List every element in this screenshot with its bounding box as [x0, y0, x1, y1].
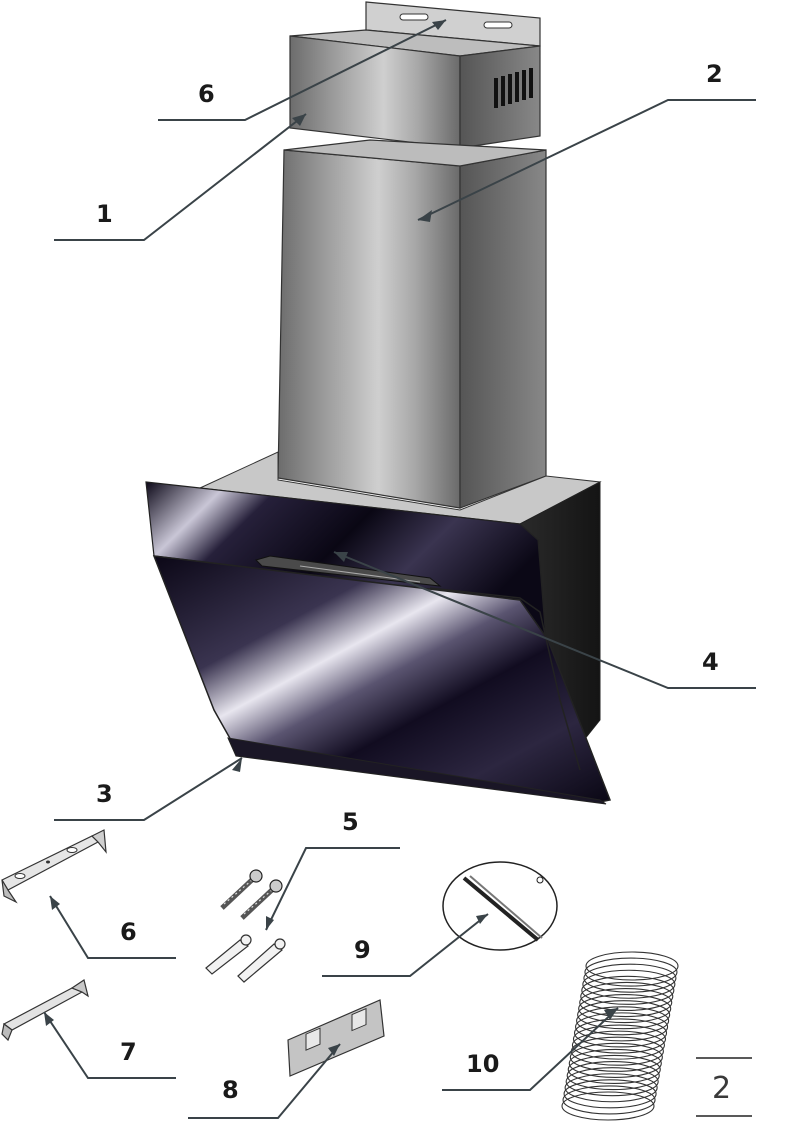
bracket-part-7 [1, 979, 89, 1042]
screws-and-plugs-part-5 [205, 869, 286, 983]
callout-1: 1 [96, 200, 113, 228]
leader-10 [442, 1007, 619, 1091]
duct-coil [584, 957, 678, 987]
leader-9 [322, 913, 489, 977]
duct-coil [581, 975, 675, 1005]
vent-slots-icon [494, 68, 533, 108]
leader-6-top [158, 19, 447, 121]
callout-5: 5 [342, 808, 359, 836]
duct-coil [577, 1000, 671, 1030]
duct-coil [582, 969, 676, 999]
callout-8: 8 [222, 1076, 239, 1104]
callout-6-top: 6 [198, 80, 215, 108]
leader-lines [43, 19, 756, 1119]
duct-coil [566, 1061, 660, 1091]
mounting-plate-part-8 [287, 999, 385, 1077]
bracket-part-6 [1, 829, 107, 904]
duct-coil [561, 1091, 655, 1121]
duct-coil [568, 1048, 662, 1078]
page-number: 2 [712, 1071, 731, 1106]
leader-8 [188, 1043, 341, 1119]
lower-chimney [277, 139, 547, 509]
duct-coil [562, 1085, 656, 1115]
duct-coil [579, 987, 673, 1018]
leader-2 [417, 99, 756, 221]
leader-4 [333, 551, 756, 689]
callout-7: 7 [120, 1038, 137, 1066]
duct-coil [563, 1079, 657, 1109]
callout-10: 10 [466, 1050, 499, 1078]
duct-coil [572, 1024, 667, 1054]
duct-coil [567, 1054, 661, 1085]
leader-6-bottom [49, 895, 176, 959]
duct-coil [578, 994, 672, 1024]
duct-coil [575, 1012, 669, 1042]
callout-3: 3 [96, 780, 113, 808]
callout-6-bottom: 6 [120, 918, 137, 946]
upper-chimney [289, 1, 541, 149]
hood-body [145, 451, 612, 805]
duct-coil [569, 1042, 663, 1072]
duct-coil [565, 1067, 659, 1097]
leader-5 [265, 847, 400, 931]
duct-coil [571, 1030, 665, 1060]
callout-4: 4 [702, 648, 719, 676]
callout-9: 9 [354, 936, 371, 964]
duct-coil [583, 963, 677, 993]
duct-coil [564, 1073, 658, 1103]
leader-7 [43, 1011, 176, 1079]
callout-2: 2 [706, 60, 723, 88]
leader-1 [54, 113, 307, 241]
duct-coil [580, 981, 674, 1011]
leader-3 [54, 757, 243, 821]
flexible-duct-part-10 [561, 951, 679, 1121]
duct-coil [573, 1018, 668, 1048]
duct-coil [576, 1006, 670, 1036]
